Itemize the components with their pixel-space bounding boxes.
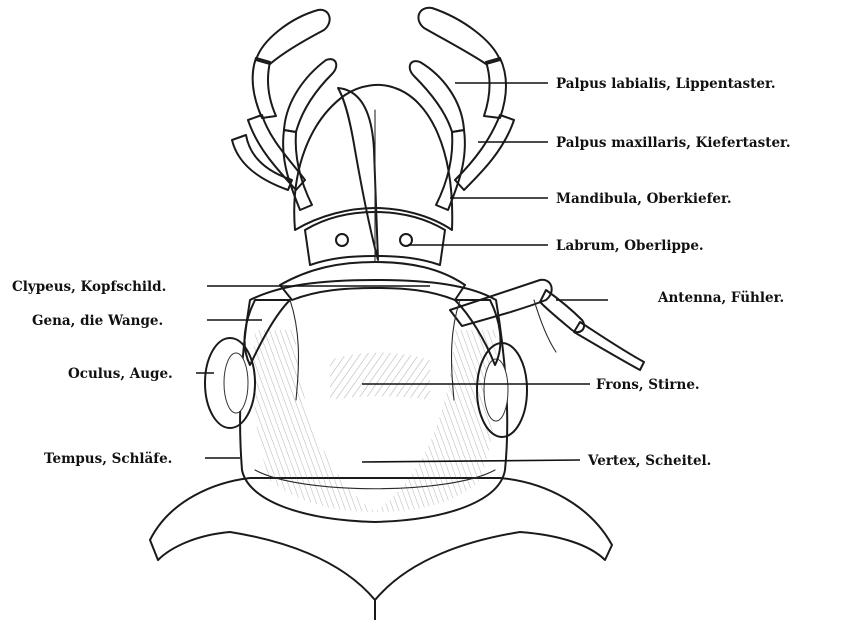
label-vertex: Vertex, Scheitel.	[587, 453, 711, 469]
beetle-drawing	[150, 8, 644, 620]
palpus-maxillaris-right	[418, 8, 514, 190]
label-palpus-labialis: Palpus labialis, Lippentaster.	[556, 76, 776, 92]
mandibles	[294, 85, 452, 230]
palpus-maxillaris-left	[232, 10, 330, 190]
label-frons: Frons, Stirne.	[596, 377, 700, 393]
label-tempus: Tempus, Schläfe.	[44, 451, 172, 467]
labels: Palpus labialis, Lippentaster. Palpus ma…	[12, 76, 791, 469]
label-labrum: Labrum, Oberlippe.	[556, 238, 704, 254]
label-oculus: Oculus, Auge.	[68, 366, 173, 382]
label-mandibula: Mandibula, Oberkiefer.	[556, 191, 732, 207]
label-clypeus: Clypeus, Kopfschild.	[12, 279, 166, 295]
label-antenna: Antenna, Fühler.	[657, 290, 784, 306]
pronotum	[150, 478, 612, 600]
palpus-labialis-left	[283, 59, 336, 210]
label-palpus-maxillaris: Palpus maxillaris, Kiefertaster.	[556, 135, 791, 151]
label-gena: Gena, die Wange.	[32, 313, 163, 329]
